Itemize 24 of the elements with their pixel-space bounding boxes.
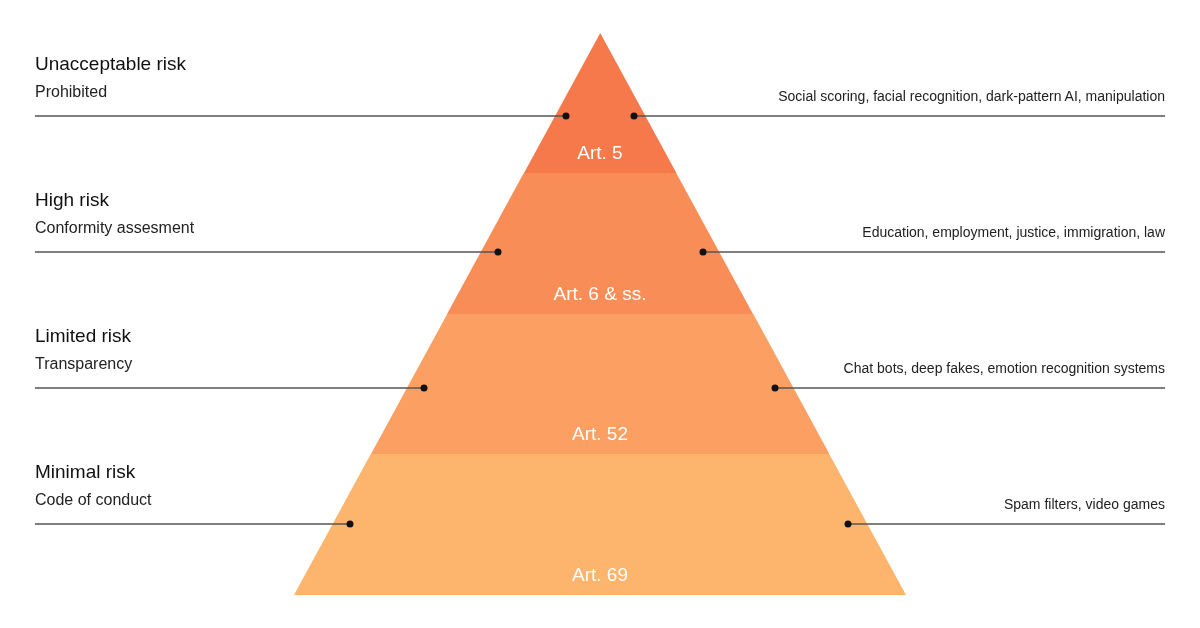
leader-line xyxy=(630,112,1166,120)
examples-text: Spam filters, video games xyxy=(1003,494,1165,524)
risk-level-heading: Limited risk xyxy=(35,324,132,348)
requirement-text: Prohibited xyxy=(35,82,108,102)
risk-level-heading: Unacceptable risk xyxy=(35,52,187,76)
leader-line xyxy=(771,384,1166,392)
leader-line xyxy=(34,112,570,120)
article-label: Art. 5 xyxy=(577,141,623,165)
examples-text: Social scoring, facial recognition, dark-pattern AI, manipulation xyxy=(778,86,1165,116)
leader-line xyxy=(844,520,1166,528)
article-label: Art. 6 & ss. xyxy=(553,282,647,306)
risk-level-heading: High risk xyxy=(35,188,109,212)
requirement-text: Code of conduct xyxy=(35,490,152,510)
risk-level-heading: Minimal risk xyxy=(35,460,136,484)
article-label: Art. 52 xyxy=(572,422,628,446)
leader-line xyxy=(699,248,1166,256)
article-label: Art. 69 xyxy=(572,563,628,587)
leader-line xyxy=(34,248,502,256)
examples-text: Chat bots, deep fakes, emotion recognition systems xyxy=(843,358,1165,388)
leader-line xyxy=(34,384,428,392)
requirement-text: Transparency xyxy=(35,354,133,374)
examples-text: Education, employment, justice, immigration, law xyxy=(862,222,1165,252)
leader-line xyxy=(34,520,354,528)
requirement-text: Conformity assesment xyxy=(35,218,195,238)
